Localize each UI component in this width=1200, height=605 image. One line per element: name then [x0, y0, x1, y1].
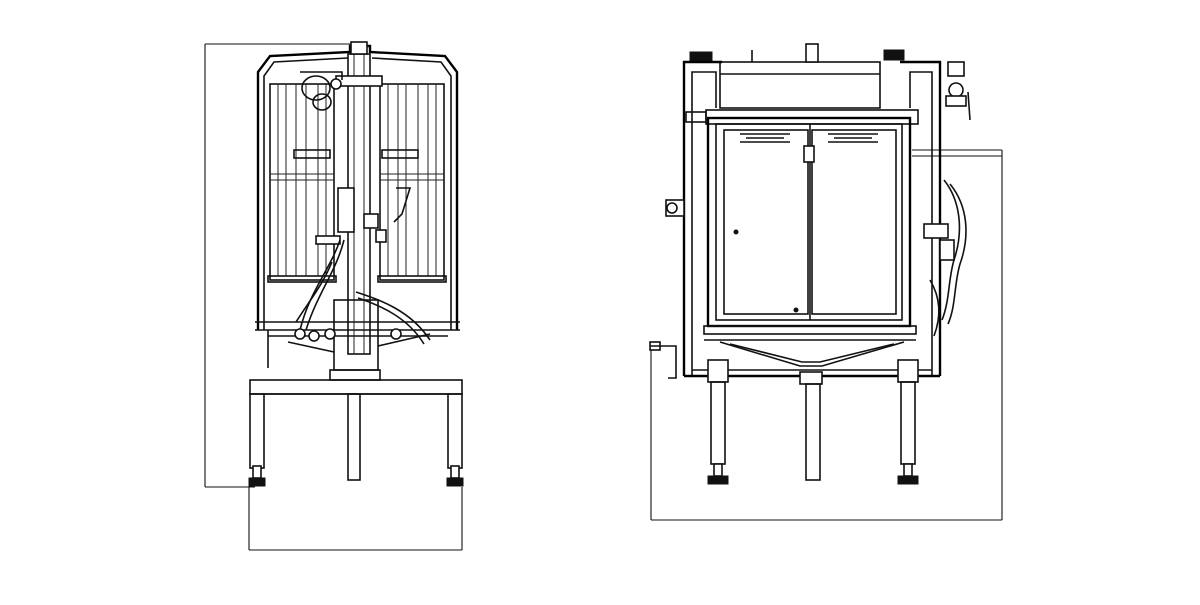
side-right-panel	[377, 83, 447, 283]
side-hoses	[295, 239, 431, 345]
front-right-fittings	[923, 61, 971, 337]
side-view	[204, 41, 464, 551]
front-top-header	[689, 43, 905, 109]
side-valve-block	[287, 299, 431, 381]
front-door-panel	[706, 116, 912, 328]
side-left-panel	[267, 83, 337, 283]
base-width-dimension-line	[248, 487, 463, 551]
front-left-fittings	[649, 111, 707, 379]
front-view	[649, 43, 1003, 521]
side-top-regulator	[300, 71, 343, 111]
side-base-stand	[248, 379, 464, 487]
front-dimension-lines	[650, 149, 1003, 521]
height-dimension-line	[204, 43, 360, 488]
front-bottom-hopper	[703, 325, 917, 385]
front-legs	[707, 359, 919, 485]
side-central-column	[315, 41, 387, 355]
